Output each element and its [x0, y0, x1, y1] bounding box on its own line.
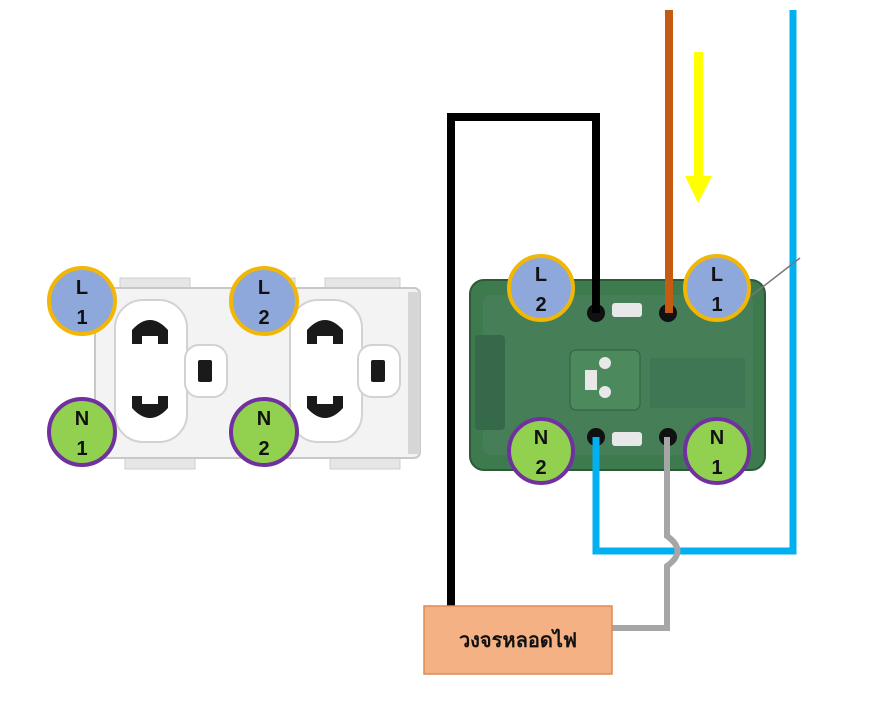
- svg-text:2: 2: [258, 438, 269, 460]
- svg-text:1: 1: [76, 438, 87, 460]
- svg-text:N: N: [534, 427, 548, 449]
- back-label-L1: L 1: [683, 254, 751, 322]
- svg-text:1: 1: [711, 457, 722, 479]
- front-label-L1: L 1: [47, 266, 117, 336]
- front-label-N2: N 2: [229, 397, 299, 467]
- svg-text:1: 1: [76, 307, 87, 329]
- svg-text:L: L: [76, 277, 88, 299]
- wire-blue: [592, 10, 797, 555]
- lamp-circuit-box: วงจรหลอดไฟ: [423, 605, 613, 675]
- svg-text:วงจรหลอดไฟ: วงจรหลอดไฟ: [459, 628, 577, 652]
- svg-text:2: 2: [535, 457, 546, 479]
- svg-text:1: 1: [711, 294, 722, 316]
- back-label-N2: N 2: [507, 417, 575, 485]
- svg-text:L: L: [258, 277, 270, 299]
- front-label-L2: L 2: [229, 266, 299, 336]
- current-arrow: [685, 52, 712, 203]
- back-label-N1: N 1: [683, 417, 751, 485]
- svg-text:2: 2: [535, 294, 546, 316]
- back-label-L2: L 2: [507, 254, 575, 322]
- front-label-N1: N 1: [47, 397, 117, 467]
- receptacle-1: [114, 299, 228, 443]
- svg-text:L: L: [535, 264, 547, 286]
- svg-text:N: N: [257, 408, 271, 430]
- svg-text:N: N: [710, 427, 724, 449]
- wire-black: [447, 113, 600, 606]
- svg-text:L: L: [711, 264, 723, 286]
- svg-text:N: N: [75, 408, 89, 430]
- outlet-front: [94, 277, 421, 470]
- wire-gray: [612, 437, 681, 631]
- receptacle-2: [289, 299, 401, 443]
- svg-text:2: 2: [258, 307, 269, 329]
